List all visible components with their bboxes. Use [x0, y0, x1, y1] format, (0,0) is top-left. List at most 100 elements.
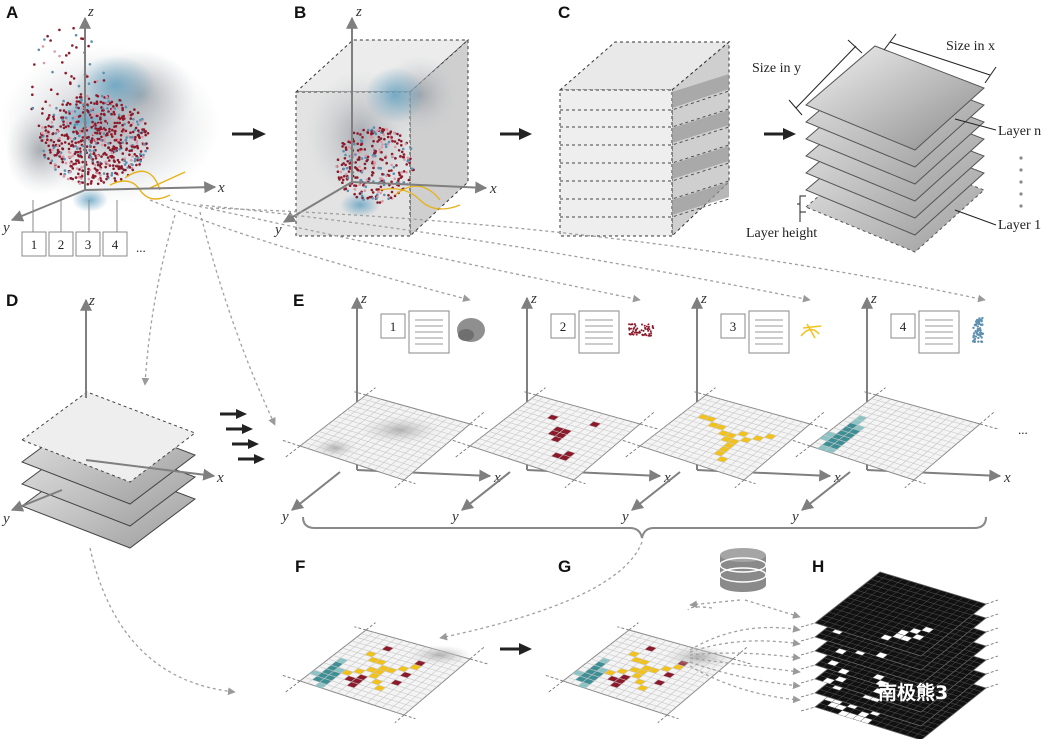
layer-number-2-e: 2 — [560, 319, 567, 334]
particle-dot — [142, 153, 145, 157]
particle-dot — [131, 168, 135, 172]
particle-dot — [91, 162, 95, 165]
particle-dot — [117, 161, 121, 164]
particle-dot — [344, 172, 348, 176]
layer-number-4-e: 4 — [900, 319, 907, 334]
particle-dot — [127, 121, 131, 124]
particle-dot — [61, 157, 64, 161]
particle-dot — [371, 171, 375, 175]
particle-dot — [406, 156, 410, 159]
particle-dot — [386, 135, 390, 139]
particle-dot — [353, 192, 356, 196]
particle-dot — [75, 167, 79, 170]
particle-dot — [43, 38, 46, 41]
particle-dot — [344, 146, 348, 149]
particle-dot — [121, 152, 125, 155]
particle-dot — [132, 117, 135, 121]
particle-dot — [386, 142, 390, 146]
particle-dot — [89, 153, 92, 156]
particle-dot — [344, 148, 348, 151]
particle-dot — [125, 136, 128, 139]
particle-dot — [38, 136, 42, 139]
particle-dot — [400, 139, 403, 143]
particle-dot — [63, 134, 66, 137]
trajectory-b — [379, 185, 461, 210]
particle-dot — [58, 136, 61, 140]
particle-dot — [133, 138, 137, 141]
particle-dot — [99, 118, 102, 121]
panel-b: B z x y — [273, 3, 497, 238]
particle-dot — [118, 165, 121, 168]
particle-dot — [367, 177, 371, 180]
particle-dot — [89, 155, 92, 159]
particle-dot — [113, 150, 117, 153]
particle-dot — [37, 124, 41, 128]
particle-dot — [106, 163, 110, 166]
particle-dot — [387, 194, 390, 197]
particle-dot — [102, 172, 106, 175]
particle-dot — [107, 142, 110, 145]
particle-dot — [354, 153, 357, 156]
particle-dot — [43, 153, 46, 157]
particle-dot — [122, 168, 126, 172]
particle-dot — [79, 150, 82, 153]
particle-dot — [360, 140, 364, 143]
particle-dot — [133, 128, 137, 132]
particle-dot — [75, 96, 79, 99]
particle-dot — [77, 161, 81, 164]
particle-dot — [42, 149, 45, 153]
particle-dot — [110, 100, 114, 104]
particle-dot — [140, 131, 143, 135]
particle-dot — [90, 116, 93, 119]
particle-dot — [90, 126, 93, 129]
particle-dot — [102, 79, 106, 82]
particle-dot — [139, 152, 142, 156]
particle-dot — [142, 155, 145, 159]
particle-dot — [81, 111, 85, 114]
particle-dot — [347, 140, 350, 144]
particle-dot — [112, 145, 115, 148]
particle-dot — [100, 162, 103, 165]
particle-dot — [135, 120, 139, 123]
particle-dot — [108, 130, 111, 133]
particle-dot — [87, 177, 91, 181]
particle-dot — [44, 100, 47, 103]
particle-dot — [383, 137, 386, 141]
watermark: 南极熊3 — [878, 681, 948, 704]
particle-dot — [113, 125, 116, 128]
particle-dot — [80, 166, 83, 169]
particle-dot — [120, 165, 123, 168]
particle-dot — [53, 50, 56, 53]
size-in-y-label: Size in y — [752, 61, 801, 76]
particle-dot — [341, 141, 345, 145]
particle-dot — [144, 149, 147, 153]
layer-number-boxes-a: 1 2 3 4 ... — [21, 200, 146, 257]
particle-dot — [110, 113, 113, 116]
brace-e — [302, 516, 987, 539]
particle-dot — [390, 152, 394, 156]
particle-dot — [70, 140, 74, 143]
particle-dot — [70, 110, 74, 113]
particle-dot — [56, 130, 59, 133]
particle-dot — [94, 175, 97, 178]
particle-dot — [65, 103, 69, 107]
particle-dot — [397, 149, 401, 152]
particle-dot — [129, 117, 133, 120]
particle-dot — [386, 132, 390, 135]
particle-dot — [380, 140, 383, 143]
particle-dot — [100, 135, 103, 139]
particle-dot — [90, 40, 93, 43]
particle-dot — [407, 178, 411, 182]
particle-dot — [136, 144, 139, 148]
particle-dot — [381, 172, 384, 176]
particle-dot — [59, 153, 62, 156]
particle-dot — [62, 174, 66, 178]
particle-dot — [79, 93, 83, 96]
particle-dot — [77, 172, 80, 176]
particle-dot — [74, 33, 78, 37]
particle-dot — [409, 147, 413, 150]
particle-dot — [108, 148, 112, 152]
particle-dot — [343, 157, 347, 160]
layer-number-2-a: 2 — [58, 237, 65, 252]
particle-dot — [118, 121, 121, 125]
